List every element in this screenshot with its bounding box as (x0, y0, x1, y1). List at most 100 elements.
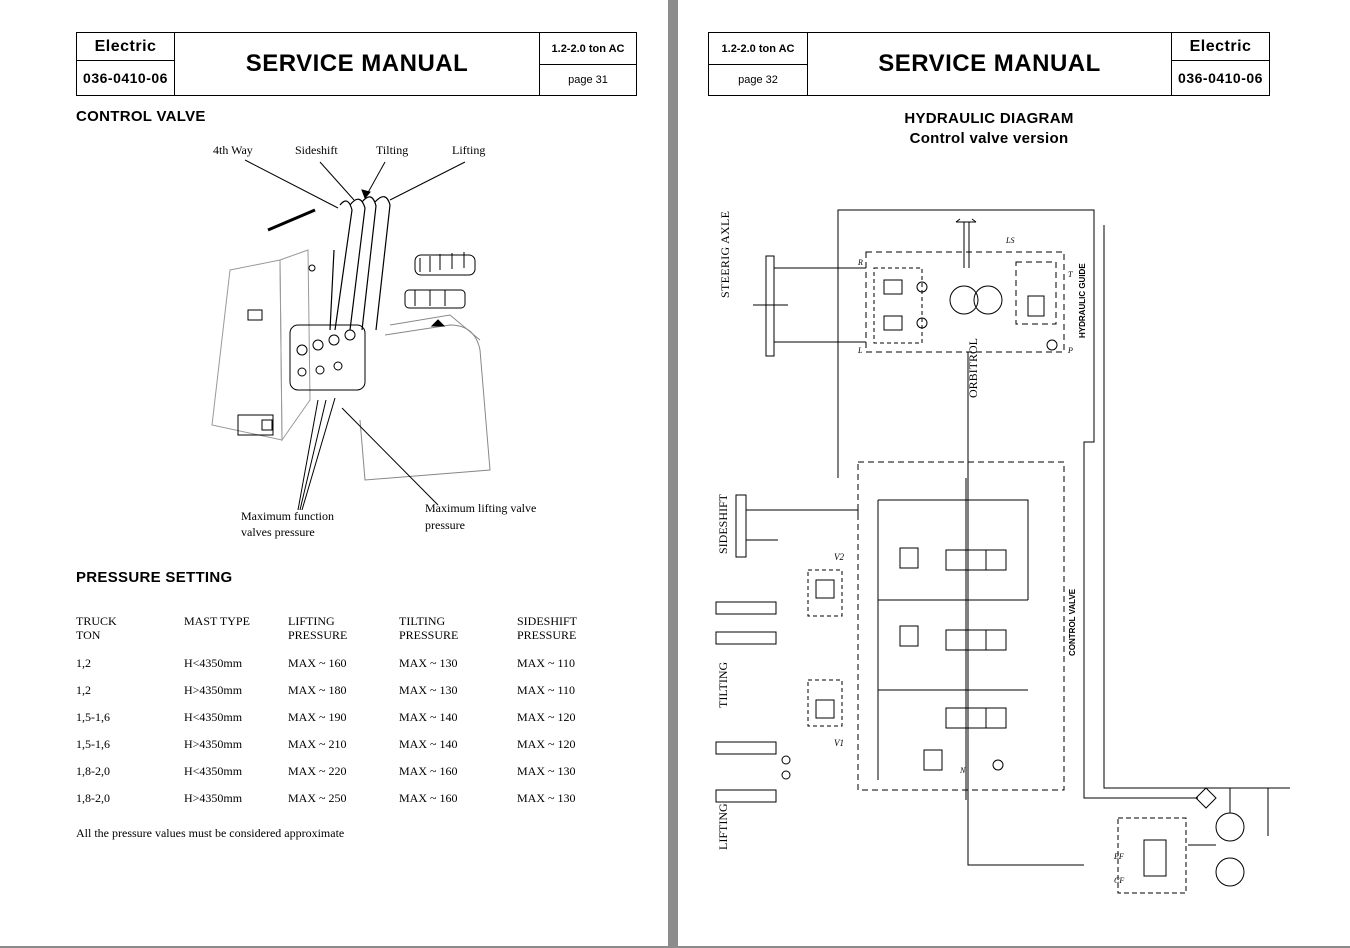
table-row: 1,2 H>4350mm MAX ~ 180 MAX ~ 130 MAX ~ 1… (76, 683, 596, 710)
cell-tilting: MAX ~ 160 (399, 764, 458, 778)
table-row: 1,5-1,6 H>4350mm MAX ~ 210 MAX ~ 140 MAX… (76, 737, 596, 764)
cell-tilting: MAX ~ 130 (399, 683, 458, 697)
cell-lifting: MAX ~ 220 (288, 764, 347, 778)
cell-sideshift: MAX ~ 110 (517, 656, 576, 670)
label-max-lifting-line2: pressure (425, 518, 465, 532)
header-title: SERVICE MANUAL (878, 50, 1101, 77)
cell-sideshift: MAX ~ 120 (517, 710, 576, 724)
header-code: 036-0410-06 (1171, 61, 1269, 95)
footnote: All the pressure values must be consider… (76, 826, 345, 840)
label-4th-way: 4th Way (213, 143, 253, 157)
port-t: T (1068, 270, 1073, 279)
label-max-lifting-line1: Maximum lifting valve (425, 501, 537, 515)
header-model: 1.2-2.0 ton AC (539, 33, 636, 65)
header-line: PRESSURE (399, 628, 459, 642)
table-row: 1,5-1,6 H<4350mm MAX ~ 190 MAX ~ 140 MAX… (76, 710, 596, 737)
header-page-number: page 31 (539, 65, 636, 95)
label-lifting-actuator: LIFTING (716, 803, 731, 850)
label-control-valve: CONTROL VALVE (1068, 589, 1077, 656)
control-valve-illustration (211, 159, 491, 510)
header-line: TILTING (399, 614, 446, 628)
section-title: CONTROL VALVE (76, 108, 206, 125)
label-sideshift-text: SIDESHIFT (716, 493, 730, 554)
hydraulic-diagram (715, 209, 1290, 894)
page-header: Electric 036-0410-06 SERVICE MANUAL 1.2-… (76, 32, 637, 96)
cell-truck-ton: 1,8-2,0 (76, 791, 110, 805)
label-orbitrol-text: ORBITROL (966, 338, 980, 398)
cell-sideshift: MAX ~ 130 (517, 791, 576, 805)
cell-truck-ton: 1,5-1,6 (76, 737, 110, 751)
cell-truck-ton: 1,5-1,6 (76, 710, 110, 724)
cell-mast-type: H>4350mm (184, 791, 243, 805)
label-v2: V2 (834, 552, 844, 562)
diagram-subtitle: Control valve version (909, 130, 1069, 147)
label-v1: V1 (834, 738, 844, 748)
cell-mast-type: H>4350mm (184, 683, 243, 697)
label-hydraulic-guide-text: HYDRAULIC GUIDE (1078, 263, 1087, 338)
cell-tilting: MAX ~ 140 (399, 710, 458, 724)
cell-tilting: MAX ~ 160 (399, 791, 458, 805)
port-ls: LS (1006, 236, 1015, 245)
port-n: N (960, 766, 966, 775)
label-orbitrol: ORBITROL (966, 338, 981, 398)
header-line: SIDESHIFT (517, 614, 578, 628)
cell-mast-type: H>4350mm (184, 737, 243, 751)
label-steering-axle: STEERIG AXLE (718, 211, 733, 298)
label-max-lifting: Maximum lifting valve pressure (425, 500, 536, 534)
right-page: 1.2-2.0 ton AC page 32 SERVICE MANUAL El… (678, 0, 1350, 946)
cell-lifting: MAX ~ 210 (288, 737, 347, 751)
label-hydraulic-guide: HYDRAULIC GUIDE (1078, 263, 1087, 338)
label-sideshift: Sideshift (295, 143, 338, 157)
cell-truck-ton: 1,8-2,0 (76, 764, 110, 778)
cell-tilting: MAX ~ 130 (399, 656, 458, 670)
header-category: Electric (1171, 33, 1269, 61)
header-code: 036-0410-06 (77, 61, 175, 95)
cell-truck-ton: 1,2 (76, 656, 91, 670)
cell-lifting: MAX ~ 190 (288, 710, 347, 724)
label-lifting: Lifting (452, 143, 486, 157)
header-model: 1.2-2.0 ton AC (709, 33, 808, 65)
label-tilting-text: TILTING (716, 661, 730, 708)
table-row: 1,2 H<4350mm MAX ~ 160 MAX ~ 130 MAX ~ 1… (76, 656, 596, 683)
label-control-valve-text: CONTROL VALVE (1068, 588, 1077, 656)
cell-lifting: MAX ~ 250 (288, 791, 347, 805)
label-max-function-line2: valves pressure (241, 525, 315, 539)
label-lifting-text: LIFTING (716, 803, 730, 850)
label-tilting: Tilting (376, 143, 409, 157)
cell-mast-type: H<4350mm (184, 656, 243, 670)
cell-mast-type: H<4350mm (184, 764, 243, 778)
diagram-title: HYDRAULIC DIAGRAM (904, 110, 1074, 127)
left-page: Electric 036-0410-06 SERVICE MANUAL 1.2-… (0, 0, 668, 946)
cell-truck-ton: 1,2 (76, 683, 91, 697)
header-line: TON (76, 628, 101, 642)
page-header: 1.2-2.0 ton AC page 32 SERVICE MANUAL El… (708, 32, 1270, 96)
port-cf: CF (1114, 876, 1125, 885)
port-r: R (858, 258, 863, 267)
cell-lifting: MAX ~ 180 (288, 683, 347, 697)
header-line: TRUCK (76, 614, 117, 628)
port-ef: EF (1114, 852, 1124, 861)
label-sideshift-actuator: SIDESHIFT (716, 494, 731, 554)
cell-sideshift: MAX ~ 130 (517, 764, 576, 778)
header-line: LIFTING (288, 614, 335, 628)
table-row: 1,8-2,0 H>4350mm MAX ~ 250 MAX ~ 160 MAX… (76, 791, 596, 818)
header-title: SERVICE MANUAL (245, 50, 469, 77)
diagram-heading: HYDRAULIC DIAGRAM Control valve version (678, 109, 1300, 149)
header-line: MAST TYPE (184, 614, 250, 628)
header-line: PRESSURE (288, 628, 348, 642)
cell-tilting: MAX ~ 140 (399, 737, 458, 751)
cell-sideshift: MAX ~ 110 (517, 683, 576, 697)
header-page-number: page 32 (709, 65, 808, 95)
cell-sideshift: MAX ~ 120 (517, 737, 576, 751)
label-steering-axle-text: STEERIG AXLE (718, 210, 732, 298)
label-max-function: Maximum function valves pressure (241, 508, 334, 540)
port-l: L (858, 346, 863, 355)
header-line: PRESSURE (517, 628, 577, 642)
label-max-function-line1: Maximum function (241, 509, 334, 523)
cell-lifting: MAX ~ 160 (288, 656, 347, 670)
